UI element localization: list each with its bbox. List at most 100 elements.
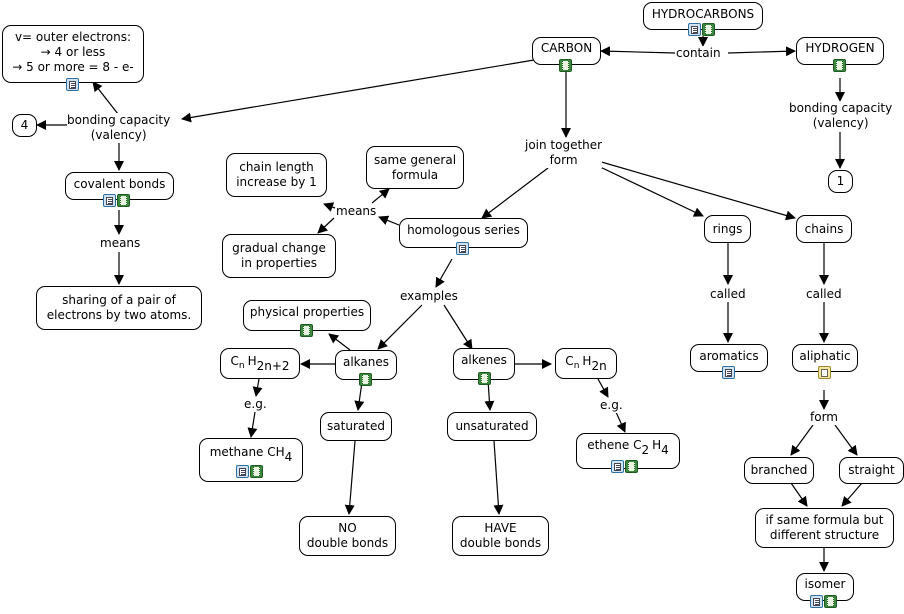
bonding-right-line2: (valency)	[812, 116, 869, 130]
node-unsaturated[interactable]: unsaturated	[447, 412, 537, 441]
homologous-resources	[456, 242, 469, 255]
node-sharing[interactable]: sharing of a pair of electrons by two at…	[36, 286, 202, 330]
link-label-eg-alkane[interactable]: e.g.	[244, 397, 267, 412]
link-label-join-together[interactable]: join together form	[525, 138, 603, 168]
node-straight-label: straight	[848, 463, 895, 477]
same-general-line1: same general	[373, 152, 457, 167]
document-icon[interactable]	[236, 465, 249, 478]
film-icon[interactable]	[478, 372, 491, 385]
aromatics-resources	[722, 366, 735, 379]
node-valency-note[interactable]: v= outer electrons: → 4 or less → 5 or m…	[2, 25, 144, 83]
methane-resources	[236, 465, 263, 478]
link-label-bonding-right[interactable]: bonding capacity (valency)	[789, 101, 893, 131]
link-label-means-mid[interactable]: means	[336, 204, 377, 219]
node-homologous-label: homologous series	[407, 223, 520, 237]
ethene-sub1: 2	[641, 443, 650, 457]
node-straight[interactable]: straight	[839, 457, 904, 484]
link-label-called-rings[interactable]: called	[710, 287, 746, 302]
node-saturated-label: saturated	[327, 419, 385, 433]
carbon-resources	[559, 59, 572, 72]
link-label-contain[interactable]: contain	[676, 46, 721, 61]
alkenes-resources	[478, 372, 491, 385]
document-icon[interactable]	[611, 460, 624, 473]
node-saturated[interactable]: saturated	[320, 412, 392, 441]
link-homologous-means	[378, 215, 400, 226]
no-double-line2: double bonds	[306, 536, 389, 550]
link-label-called-chains[interactable]: called	[806, 287, 842, 302]
link-label-eg-alkene[interactable]: e.g.	[600, 398, 623, 413]
same-formula-line2: different structure	[769, 528, 880, 542]
node-no-double[interactable]: NO double bonds	[299, 516, 396, 556]
film-icon[interactable]	[833, 59, 846, 72]
valency-note-line2: → 4 or less	[40, 45, 106, 59]
link-join-homologous	[481, 167, 549, 219]
ethene-resources	[611, 460, 638, 473]
document-icon[interactable]	[722, 366, 735, 379]
film-icon[interactable]	[117, 194, 130, 207]
node-one-label: 1	[836, 174, 845, 188]
node-chains[interactable]: chains	[796, 215, 852, 243]
ethene-main2: H	[652, 438, 662, 452]
document-icon[interactable]	[810, 595, 823, 608]
link-means-gradual	[317, 217, 335, 234]
link-straight-same	[841, 482, 863, 507]
bonding-left-line2: (valency)	[90, 128, 147, 142]
node-four-label: 4	[20, 118, 29, 132]
link-label-form[interactable]: form	[810, 410, 838, 425]
formula-sub: 2n	[591, 358, 607, 373]
film-icon[interactable]	[625, 460, 638, 473]
node-rings-label: rings	[712, 221, 743, 236]
have-double-line2: double bonds	[459, 536, 542, 550]
film-icon[interactable]	[824, 595, 837, 608]
node-have-double[interactable]: HAVE double bonds	[452, 516, 549, 556]
join-line1: join together	[525, 138, 603, 152]
node-isomer-label: isomer	[804, 577, 846, 591]
node-rings[interactable]: rings	[704, 215, 751, 243]
formula-sub: 2n+2	[256, 358, 290, 373]
document-icon[interactable]	[456, 242, 469, 255]
film-icon[interactable]	[250, 465, 263, 478]
film-icon[interactable]	[702, 23, 715, 36]
sharing-line2: electrons by two atoms.	[46, 308, 192, 322]
link-label-examples[interactable]: examples	[400, 289, 458, 304]
gradual-line1: gradual change	[232, 241, 326, 255]
node-chains-label: chains	[804, 221, 844, 236]
node-one[interactable]: 1	[828, 170, 853, 193]
methane-text: methane CH4	[210, 445, 293, 465]
link-saturated-no	[344, 440, 356, 515]
film-icon[interactable]	[359, 373, 372, 386]
node-chain-length[interactable]: chain length increase by 1	[226, 153, 327, 197]
node-four[interactable]: 4	[12, 114, 37, 137]
join-line2: form	[549, 153, 578, 167]
document-icon[interactable]	[818, 366, 831, 379]
link-contain-carbon	[600, 46, 676, 57]
node-carbon[interactable]: CARBON	[532, 37, 601, 65]
link-carbon-bonding	[181, 59, 535, 123]
node-same-formula[interactable]: if same formula but different structure	[755, 508, 894, 548]
aliphatic-resources	[818, 366, 831, 379]
no-double-line1: NO	[338, 521, 357, 535]
node-same-general[interactable]: same general formula	[366, 146, 464, 189]
link-bonding-note	[92, 81, 119, 115]
node-gradual-change[interactable]: gradual change in properties	[222, 234, 336, 278]
link-formula2-eg	[597, 378, 609, 398]
same-general-line2: formula	[391, 167, 439, 182]
link-label-means-left[interactable]: means	[100, 236, 141, 251]
link-label-bonding-left[interactable]: bonding capacity (valency)	[67, 113, 171, 143]
film-icon[interactable]	[300, 324, 313, 337]
link-join-chains	[597, 160, 796, 221]
link-examples-alkanes	[377, 304, 423, 350]
document-icon[interactable]	[66, 78, 79, 91]
document-icon[interactable]	[688, 23, 701, 36]
ethene-sub2: 4	[661, 443, 669, 457]
node-branched[interactable]: branched	[744, 457, 814, 484]
document-icon[interactable]	[103, 194, 116, 207]
film-icon[interactable]	[559, 59, 572, 72]
